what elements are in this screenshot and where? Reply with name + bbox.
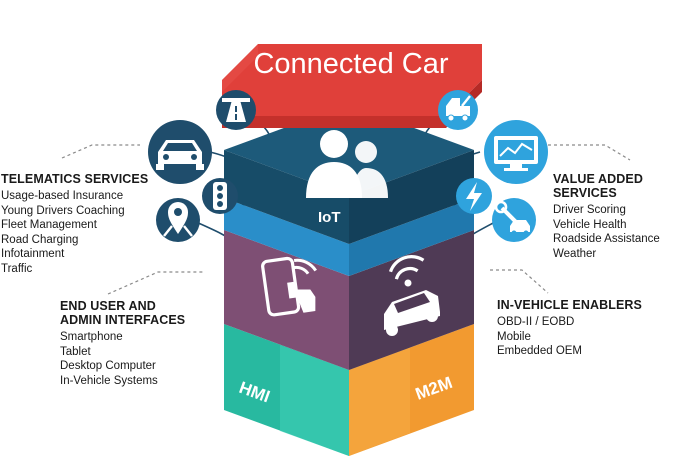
smartphone-touch-icon (261, 256, 317, 317)
end-user-heading-line2: ADMIN INTERFACES (60, 313, 186, 327)
list-item: Tablet (60, 345, 91, 358)
hmi-section-face (224, 230, 349, 370)
iot-band-left (224, 198, 349, 276)
cube-top-left (224, 150, 349, 244)
list-item: Usage-based Insurance (1, 190, 124, 202)
car-icon (148, 120, 212, 184)
connector-in-vehicle (490, 269, 549, 294)
end-user-heading-line1: END USER AND (60, 299, 156, 313)
iot-band-right (349, 198, 474, 276)
connector-end-user (107, 271, 205, 295)
list-item: Desktop Computer (60, 360, 156, 373)
in-vehicle-heading: IN-VEHICLE ENABLERS (497, 298, 642, 312)
users-icon (306, 130, 388, 198)
end-user-block: END USER AND ADMIN INTERFACES Smartphone… (60, 299, 185, 388)
list-item: In-Vehicle Systems (60, 374, 158, 387)
traffic-light-icon (202, 178, 238, 214)
telematics-block: TELEMATICS SERVICES Usage-based Insuranc… (1, 172, 148, 277)
list-item: Fleet Management (1, 219, 97, 232)
list-item: Traffic (1, 262, 33, 275)
telematics-list: Usage-based Insurance Young Drivers Coac… (1, 189, 148, 277)
connected-car-banner: Connected Car (222, 44, 482, 128)
iot-label: IoT (318, 209, 341, 226)
connector-lines (61, 144, 631, 295)
value-added-block: VALUE ADDED SERVICES Driver Scoring Vehi… (553, 172, 698, 261)
in-vehicle-block: IN-VEHICLE ENABLERS OBD-II / EOBD Mobile… (497, 298, 642, 359)
end-user-list: Smartphone Tablet Desktop Computer In-Ve… (60, 330, 185, 388)
map-pin-icon (156, 198, 200, 242)
list-item: Road Charging (1, 233, 79, 246)
connector-value-added (548, 144, 631, 161)
wrench-car-icon (492, 198, 536, 242)
m2m-face-dark (349, 347, 410, 456)
list-item: Embedded OEM (497, 345, 583, 358)
list-item: Weather (553, 247, 597, 260)
connector-telematics (61, 144, 140, 159)
highway-icon (216, 90, 256, 130)
list-item: Young Drivers Coaching (1, 204, 125, 217)
value-added-list: Driver Scoring Vehicle Health Roadside A… (553, 203, 698, 261)
tow-truck-icon (438, 90, 478, 130)
list-item: Mobile (497, 330, 531, 343)
connected-car-icon (384, 255, 440, 336)
monitor-chart-icon (484, 120, 548, 184)
list-item: Infotainment (1, 248, 65, 261)
lightning-icon (456, 178, 492, 214)
list-item: Smartphone (60, 331, 123, 343)
banner-title: Connected Car (253, 48, 448, 80)
cube-top-right (349, 150, 474, 244)
in-vehicle-list: OBD-II / EOBD Mobile Embedded OEM (497, 315, 642, 359)
value-added-heading: VALUE ADDED SERVICES (553, 172, 643, 200)
telematics-heading: TELEMATICS SERVICES (1, 172, 149, 186)
list-item: Vehicle Health (553, 218, 627, 231)
list-item: OBD-II / EOBD (497, 316, 575, 328)
list-item: Roadside Assistance (553, 233, 660, 246)
list-item: Driver Scoring (553, 204, 626, 216)
hmi-face-light (280, 345, 349, 456)
